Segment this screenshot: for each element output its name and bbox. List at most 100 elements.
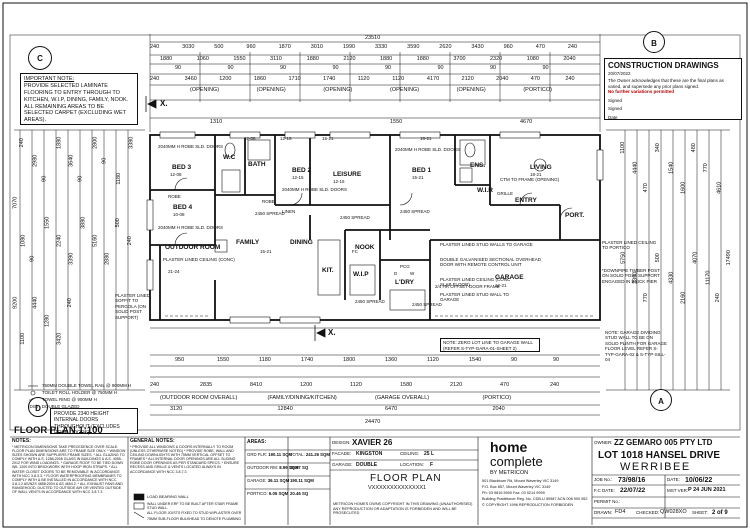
top-dim-row1: 470: [535, 44, 545, 50]
garage-walls-note: PLASTER LINED STUD WALLS TO GARAGE: [440, 242, 533, 247]
facade-label: FACADE:: [332, 451, 352, 456]
right-dim: 4070: [692, 251, 699, 264]
bottom-dim-row1: 950: [175, 357, 185, 363]
top-dim-row3: 90: [490, 65, 497, 71]
inner-dimension-a: 1310: [210, 119, 223, 125]
construction-body: The Owner acknowledges that these are th…: [608, 77, 724, 89]
top-dim-row3: 90: [280, 65, 287, 71]
bottom-dim-row2: 8410: [250, 382, 263, 388]
bottom-dim-row1: 1550: [217, 357, 230, 363]
area-row: 25.97 SQ: [290, 465, 308, 470]
room-wip: W.I.P: [353, 271, 369, 278]
left-dim: 90: [41, 175, 48, 182]
room-size-top-1: 12-08: [244, 136, 256, 141]
top-dim-row3: 90: [385, 65, 392, 71]
left-dim: 3390: [68, 252, 75, 265]
mst-ver-label: MST VER:: [667, 488, 689, 493]
room-ens: ENS.: [470, 162, 486, 169]
bottom-dim-row3: 2040: [492, 406, 505, 412]
top-dim-row4: 240: [565, 76, 575, 82]
top-dim-row2: 1880: [380, 56, 393, 62]
room-bed3: BED 3: [172, 164, 192, 171]
room-size-r2: 12-15: [292, 175, 304, 180]
area-row: GRD FLR: 190.11 SQM: [247, 452, 292, 457]
top-dim-row1: 3010: [310, 44, 323, 50]
area-value: 190.11 SQM: [290, 478, 314, 483]
right-dim: 470: [642, 183, 649, 193]
section-marker-x-top: X.: [160, 99, 168, 108]
location-label: LOCATION:: [400, 462, 424, 467]
overall-right-dimension: 17490: [725, 250, 732, 266]
living-tv-note: CTM TO FRAME (OPENING): [500, 177, 560, 182]
drawn-label: DRAWN:: [594, 510, 613, 515]
top-dim-row2: 1060: [196, 56, 209, 62]
right-dim: 500: [654, 253, 661, 263]
room-porch: PORT.: [565, 212, 585, 219]
grid-marker-c: C: [28, 46, 52, 70]
floor-plan-title: FLOOR PLAN 1:100: [14, 425, 103, 436]
top-dim-row4: 1710: [288, 76, 301, 82]
bottom-dim-label: (GARAGE OVERALL): [375, 395, 430, 401]
right-dim: 770: [702, 163, 709, 173]
drawn-value: FD4: [615, 509, 626, 515]
bottom-dim-row2: 240: [150, 382, 160, 388]
top-dim-row2: 2040: [563, 56, 576, 62]
area-row: GARAGE: 36.11 SQM: [247, 478, 289, 483]
top-dim-row3: 90: [175, 65, 182, 71]
top-dim-label: (OPENING): [256, 87, 286, 93]
left-dim: 5160: [92, 234, 99, 247]
portico-ceiling-note: PLASTER LINED CEILING TO PORTICO: [602, 240, 657, 251]
date-value: 10/06/22: [685, 477, 713, 484]
overall-top-dimension: 23510: [365, 35, 381, 41]
licence: Building Practitioner Reg. No. CDB-U 509…: [482, 497, 588, 501]
left-dim: 1080: [20, 234, 27, 247]
grid-marker-b: B: [643, 31, 665, 53]
sheet-label: SHEET:: [692, 510, 708, 515]
room-wc: W.C: [223, 154, 236, 161]
legend-wall-under: WALL UNDER ERF TO BE BUILT AFTER STAIR F…: [147, 502, 239, 510]
left-dim: 1280: [44, 314, 51, 327]
left-top-dimension: 7070: [12, 196, 19, 209]
left-dim: 4440: [32, 296, 39, 309]
logo-complete: complete: [490, 454, 543, 469]
design-value: XAVIER 26: [352, 438, 393, 447]
bottom-dim-row1: 90: [511, 357, 518, 363]
left-dim: 3880: [80, 216, 87, 229]
top-dim-row1: 3330: [375, 44, 388, 50]
legend-toilet-roll: TOILET ROLL HOLDER @ 750MM H: [42, 390, 118, 395]
robe-note-b: 2040MM H ROBE SLD. DOORS: [282, 187, 348, 192]
area-row: 190.11 SQM: [290, 478, 314, 483]
top-dim-row1: 240: [567, 44, 578, 50]
garage-dividing-stud-note: NOTE: GARAGE DIVIDING STUD WALL TO BE ON…: [605, 330, 668, 362]
top-dim-row2: 1880: [416, 56, 429, 62]
robe-label: ROBE: [168, 194, 181, 199]
top-dim-row2: 1080: [526, 56, 539, 62]
permit-label: PERMIT No.:: [594, 499, 621, 504]
top-dim-row4: 3460: [184, 76, 197, 82]
bottom-dim-row2: 1200: [300, 382, 313, 388]
area-label: GARAGE:: [247, 478, 268, 483]
top-dim-row1: 2620: [439, 44, 452, 50]
facade-value: KINGSTON: [356, 451, 383, 457]
bottom-dim-row1: 1360: [385, 357, 398, 363]
left-dim: 1880: [56, 136, 63, 149]
room-garage: GARAGE: [495, 274, 524, 281]
room-linen: LINEN: [282, 209, 296, 214]
room-size-r5: 18-21: [530, 172, 542, 177]
robe-note-c: 2040MM H ROBE SLD. DOORS: [158, 225, 224, 230]
top-dim-row2: 3700: [453, 56, 466, 62]
left-dim: 240: [18, 138, 25, 148]
construction-signed-1: Signed: [608, 97, 623, 103]
top-dim-row3: 90: [227, 65, 234, 71]
bottom-dim-row3: 3120: [170, 406, 183, 412]
room-size-top-4: 18-21: [420, 136, 432, 141]
room-entry: ENTRY: [515, 197, 537, 204]
logo-home: home: [490, 439, 528, 455]
right-dim: 770: [642, 293, 649, 303]
top-dim-row1: 240: [150, 44, 160, 50]
bottom-dim-label: (OUTDOOR ROOM OVERALL): [160, 395, 238, 401]
top-dim-label: (OPENING): [190, 87, 220, 93]
garage-ceiling-note: PLASTER LINED CEILING (CONC SLAB FLOOR): [440, 277, 511, 287]
suburb-value: WERRIBEE: [620, 461, 691, 473]
